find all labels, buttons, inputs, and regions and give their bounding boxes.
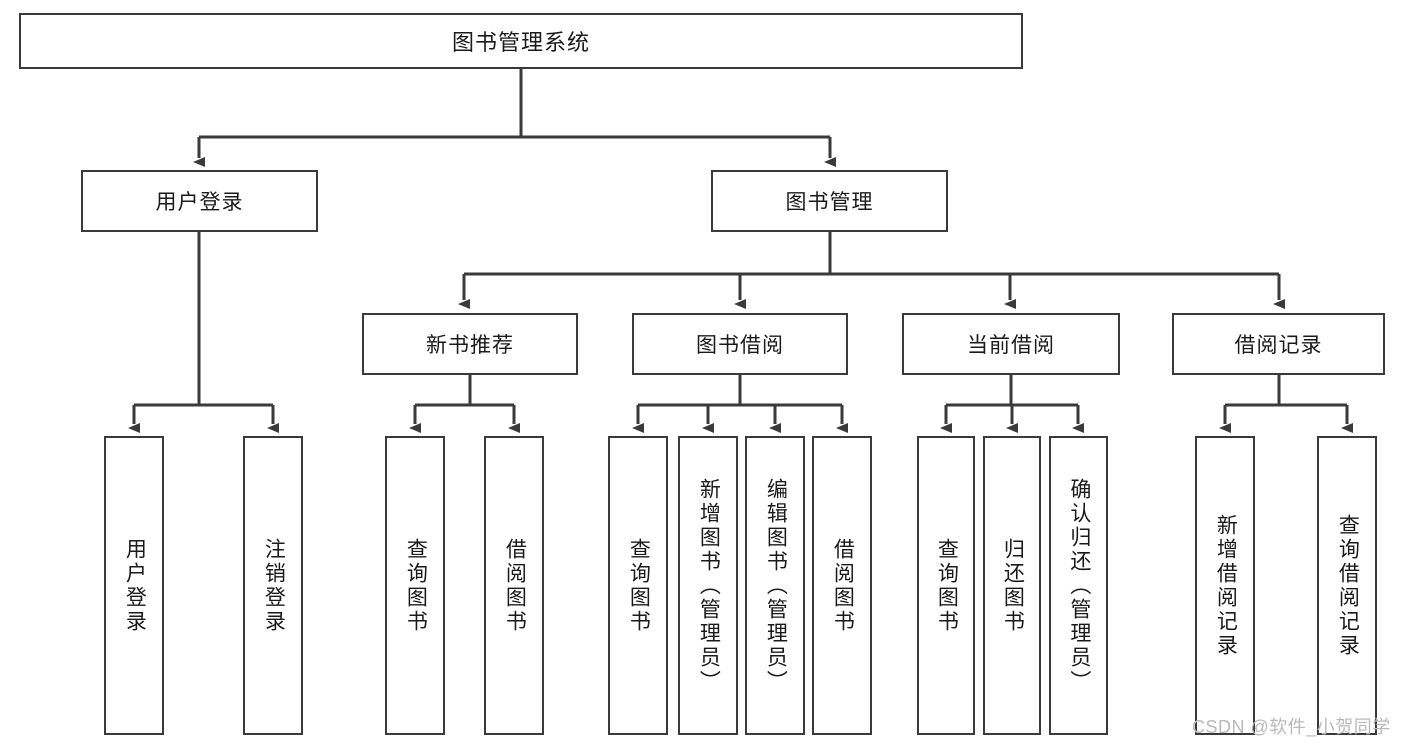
node-borrow-record-label: 借阅记录	[1234, 334, 1323, 357]
node-leaf-query-book-2[interactable]: 查询图书	[608, 436, 668, 735]
node-new-book-rec-label: 新书推荐	[426, 334, 514, 357]
node-leaf-user-login[interactable]: 用户登录	[104, 436, 164, 735]
node-current-borrow[interactable]: 当前借阅	[902, 313, 1120, 375]
node-book-borrow[interactable]: 图书借阅	[632, 313, 848, 375]
node-leaf-query-book-3-label: 查询图书	[935, 537, 959, 634]
node-leaf-return-book-label: 归还图书	[1001, 537, 1025, 634]
node-leaf-borrow-book-2[interactable]: 借阅图书	[812, 436, 872, 735]
node-leaf-query-record[interactable]: 查询借阅记录	[1317, 436, 1377, 735]
node-leaf-query-book-3[interactable]: 查询图书	[917, 436, 975, 735]
node-leaf-borrow-book-1-label: 借阅图书	[503, 537, 527, 634]
node-leaf-logout-label: 注销登录	[262, 537, 286, 634]
node-leaf-borrow-book-1[interactable]: 借阅图书	[484, 436, 544, 735]
node-new-book-rec[interactable]: 新书推荐	[362, 313, 578, 375]
node-leaf-borrow-book-2-label: 借阅图书	[831, 537, 855, 634]
node-book-manage-label: 图书管理	[785, 191, 874, 214]
node-root[interactable]: 图书管理系统	[19, 13, 1023, 69]
node-leaf-query-book-1-label: 查询图书	[404, 537, 428, 634]
node-leaf-user-login-label: 用户登录	[123, 537, 147, 634]
node-leaf-add-record[interactable]: 新增借阅记录	[1195, 436, 1255, 735]
node-book-manage[interactable]: 图书管理	[711, 170, 948, 232]
node-leaf-query-book-1[interactable]: 查询图书	[385, 436, 445, 735]
node-leaf-edit-book-label: 编辑图书（管理员）	[764, 477, 788, 694]
node-leaf-confirm-return[interactable]: 确认归还（管理员）	[1049, 436, 1108, 735]
node-leaf-logout[interactable]: 注销登录	[243, 436, 303, 735]
node-book-borrow-label: 图书借阅	[696, 334, 784, 357]
node-leaf-return-book[interactable]: 归还图书	[983, 436, 1041, 735]
node-leaf-edit-book[interactable]: 编辑图书（管理员）	[745, 436, 805, 735]
node-borrow-record[interactable]: 借阅记录	[1172, 313, 1385, 375]
node-user-login-label: 用户登录	[155, 191, 244, 214]
watermark: CSDN @软件_小贺同学	[1192, 717, 1391, 737]
node-root-label: 图书管理系统	[451, 30, 590, 55]
node-leaf-add-book-label: 新增图书（管理员）	[697, 477, 721, 694]
node-leaf-query-book-2-label: 查询图书	[627, 537, 651, 634]
node-leaf-add-record-label: 新增借阅记录	[1214, 513, 1238, 658]
node-current-borrow-label: 当前借阅	[967, 334, 1055, 357]
node-leaf-add-book[interactable]: 新增图书（管理员）	[678, 436, 738, 735]
node-leaf-confirm-return-label: 确认归还（管理员）	[1067, 477, 1091, 694]
node-user-login[interactable]: 用户登录	[81, 170, 318, 232]
node-leaf-query-record-label: 查询借阅记录	[1336, 513, 1360, 658]
